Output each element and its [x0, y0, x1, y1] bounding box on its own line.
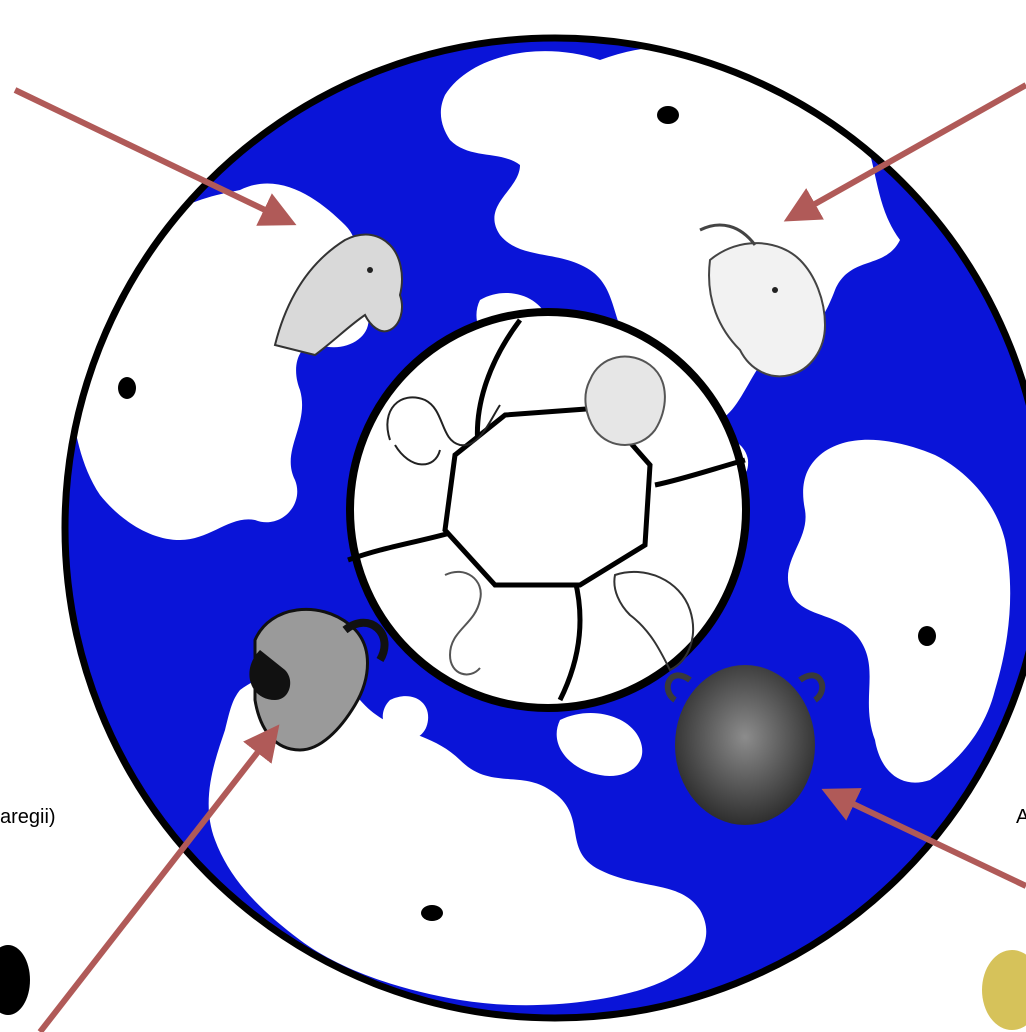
- caption-left-fragment: aregii): [0, 806, 56, 828]
- serpent-icon: [386, 396, 501, 466]
- dark-spots: [118, 106, 936, 921]
- seahorse-icon: [444, 570, 482, 676]
- edge-dark-shape: [0, 945, 30, 1015]
- lion-icon: [584, 355, 666, 446]
- goat-icon: [699, 223, 827, 378]
- arrow-to-horse: [13, 87, 297, 226]
- caption-right-fragment: A: [1016, 806, 1026, 828]
- arrows: [13, 82, 1026, 1032]
- ram-icon: [249, 607, 389, 752]
- bison-icon: [664, 665, 826, 825]
- arrow-to-bison: [821, 788, 1026, 889]
- outer-ring: [61, 34, 1026, 1022]
- continents: [69, 45, 1011, 1006]
- arrow-to-goat: [783, 82, 1026, 222]
- arrow-to-ram: [37, 724, 280, 1032]
- horse-icon: [273, 233, 403, 357]
- dolphin-icon: [613, 570, 695, 672]
- edge-gold-shape: [982, 950, 1026, 1030]
